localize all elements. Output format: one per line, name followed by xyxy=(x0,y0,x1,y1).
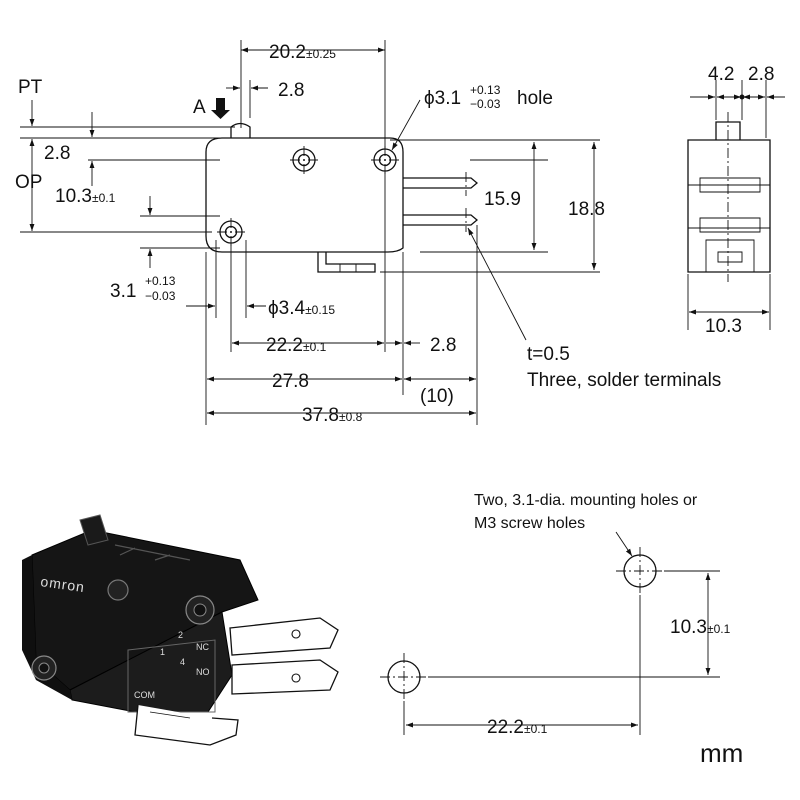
labels: 20.2±0.25 2.8 PT A OP 2.8 10.3±0.1 ϕ3.1 … xyxy=(15,42,774,768)
dim-mount-horizontal: 22.2±0.1 xyxy=(487,717,548,738)
dim-total-length: 37.8±0.8 xyxy=(302,405,363,426)
terminal-4-label: 4 xyxy=(180,657,185,667)
dimension-lines xyxy=(29,47,597,416)
dim-hole-spacing: 22.2±0.1 xyxy=(266,335,327,356)
dim-side-w2: 2.8 xyxy=(748,64,774,85)
terminal-lower xyxy=(403,214,479,226)
operating-direction-arrow-icon xyxy=(211,98,230,119)
no-label: NO xyxy=(196,667,210,677)
dim-fixed-height: 10.3±0.1 xyxy=(55,186,116,207)
note-mount-line2: M3 screw holes xyxy=(474,515,585,532)
dim-hole-top-tol-plus: +0.13 xyxy=(470,83,501,97)
brand-logo-text: omron xyxy=(40,573,86,595)
com-label: COM xyxy=(134,690,155,700)
dim-hole-top-prefix: ϕ3.1 xyxy=(424,88,461,109)
dim-side-w1: 4.2 xyxy=(708,64,734,85)
dim-hole-top-suffix: hole xyxy=(517,88,553,109)
dim-side-width: 10.3 xyxy=(705,316,742,337)
dim-height-outer: 18.8 xyxy=(568,199,605,220)
switch-body-outline xyxy=(205,137,404,253)
actuator-plunger xyxy=(230,122,251,138)
note-mount-line1: Two, 3.1-dia. mounting holes or xyxy=(474,492,698,509)
terminal-upper xyxy=(403,177,479,189)
extension-lines xyxy=(20,40,600,425)
dim-hole-top-tol-minus: −0.03 xyxy=(470,97,501,111)
dim-terminal-offset: 2.8 xyxy=(430,335,456,356)
dim-mount-vertical: 10.3±0.1 xyxy=(670,617,731,638)
terminal-1-label: 1 xyxy=(160,647,165,657)
dim-hole-left-tol-plus: +0.13 xyxy=(145,274,176,288)
terminal-2-label: 2 xyxy=(178,630,183,640)
dim-actuator-offset: 2.8 xyxy=(278,80,304,101)
dim-body-length: 27.8 xyxy=(272,371,309,392)
dim-top-width: 20.2±0.25 xyxy=(269,42,336,63)
mounting-holes-view xyxy=(380,531,720,735)
label-op: OP xyxy=(15,172,42,193)
nc-label: NC xyxy=(196,642,209,652)
label-pt: PT xyxy=(18,77,43,98)
note-terminal-thickness: t=0.5 xyxy=(527,344,570,365)
dim-terminal-length: (10) xyxy=(420,386,454,407)
dim-hole-left-value: 3.1 xyxy=(110,281,136,302)
note-terminal-desc: Three, solder terminals xyxy=(527,370,721,391)
dim-pin-dia: ϕ3.4±0.15 xyxy=(268,298,335,319)
side-view xyxy=(687,80,785,330)
dim-hole-left-tol-minus: −0.03 xyxy=(145,289,176,303)
dim-height-inner: 15.9 xyxy=(484,189,521,210)
terminal-bottom-detail xyxy=(339,264,357,272)
hole-centerlines xyxy=(217,146,399,246)
label-a: A xyxy=(193,97,206,118)
dim-op-offset: 2.8 xyxy=(44,143,70,164)
unit-label: mm xyxy=(700,738,743,768)
front-view xyxy=(205,122,479,273)
terminal-bottom xyxy=(317,252,376,273)
switch-product-image: omron NC NO COM 1 2 4 xyxy=(22,514,339,746)
